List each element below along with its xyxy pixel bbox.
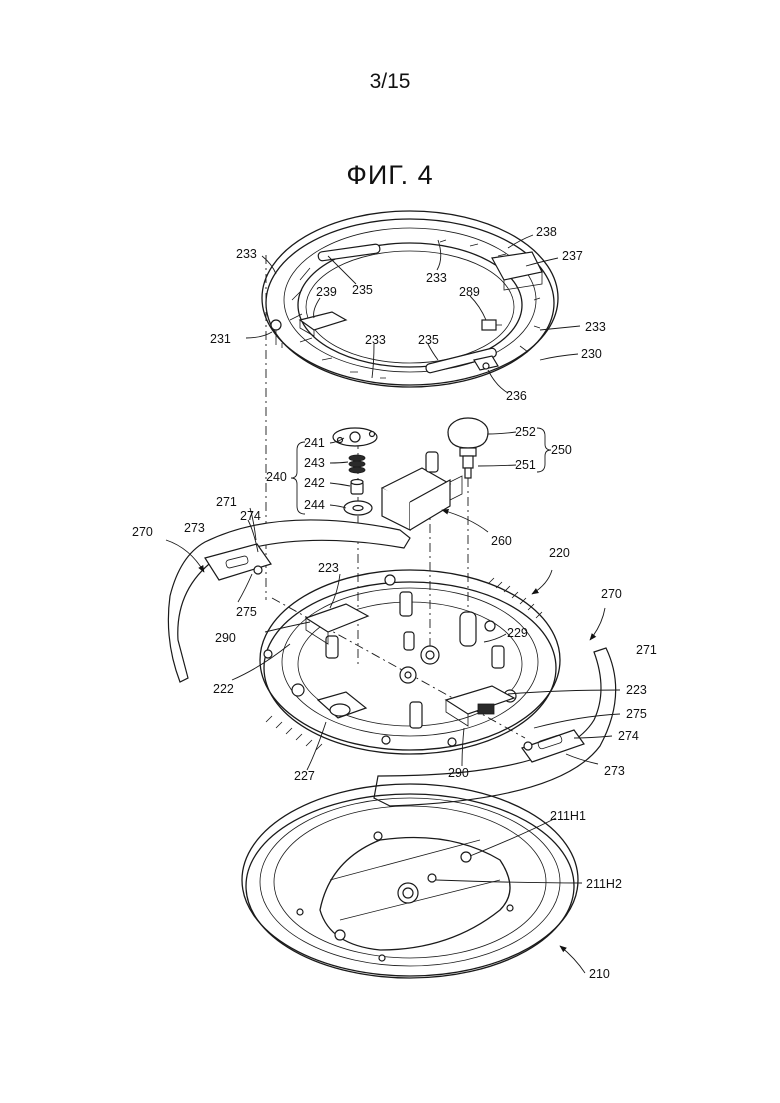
ref-229: 229 bbox=[507, 626, 528, 640]
ref-241: 241 bbox=[304, 436, 325, 450]
ref-275: 275 bbox=[236, 605, 257, 619]
bracket-250 bbox=[537, 428, 551, 472]
ref-271: 271 bbox=[216, 495, 237, 509]
ref-230: 230 bbox=[581, 347, 602, 361]
actuator-260 bbox=[382, 452, 462, 530]
ref-252: 252 bbox=[515, 425, 536, 439]
ref-270: 270 bbox=[601, 587, 622, 601]
ref-237: 237 bbox=[562, 249, 583, 263]
ref-290: 290 bbox=[448, 766, 469, 780]
ref-251: 251 bbox=[515, 458, 536, 472]
ref-290: 290 bbox=[215, 631, 236, 645]
ref-243: 243 bbox=[304, 456, 325, 470]
ref-223: 223 bbox=[318, 561, 339, 575]
reference-numerals: 233 235 233 238 237 239 289 233 231 233 … bbox=[132, 225, 657, 981]
ref-270: 270 bbox=[132, 525, 153, 539]
band-270-left bbox=[168, 520, 410, 682]
ref-235: 235 bbox=[352, 283, 373, 297]
valve-assembly-240 bbox=[333, 428, 377, 515]
ref-211H1: 211H1 bbox=[550, 809, 586, 823]
ref-239: 239 bbox=[316, 285, 337, 299]
ref-220: 220 bbox=[549, 546, 570, 560]
ref-233: 233 bbox=[365, 333, 386, 347]
ref-271: 271 bbox=[636, 643, 657, 657]
ref-233: 233 bbox=[236, 247, 257, 261]
ref-242: 242 bbox=[304, 476, 325, 490]
knob-250 bbox=[448, 418, 488, 478]
ref-250: 250 bbox=[551, 443, 572, 457]
ref-223: 223 bbox=[626, 683, 647, 697]
ref-211H2: 211H2 bbox=[586, 877, 622, 891]
ref-233: 233 bbox=[585, 320, 606, 334]
ref-236: 236 bbox=[506, 389, 527, 403]
ref-274: 274 bbox=[240, 509, 261, 523]
ref-222: 222 bbox=[213, 682, 234, 696]
ref-231: 231 bbox=[210, 332, 231, 346]
cover-plate-230 bbox=[262, 211, 558, 387]
ref-273: 273 bbox=[184, 521, 205, 535]
ref-289: 289 bbox=[459, 285, 480, 299]
ref-240: 240 bbox=[266, 470, 287, 484]
ref-233: 233 bbox=[426, 271, 447, 285]
ref-238: 238 bbox=[536, 225, 557, 239]
ref-227: 227 bbox=[294, 769, 315, 783]
ref-235: 235 bbox=[418, 333, 439, 347]
bracket-240 bbox=[291, 442, 305, 514]
ref-274: 274 bbox=[618, 729, 639, 743]
ref-210: 210 bbox=[589, 967, 610, 981]
ref-273: 273 bbox=[604, 764, 625, 778]
base-plate-220 bbox=[260, 570, 560, 754]
ref-260: 260 bbox=[491, 534, 512, 548]
ref-275: 275 bbox=[626, 707, 647, 721]
bottom-plate-210 bbox=[242, 784, 578, 978]
ref-244: 244 bbox=[304, 498, 325, 512]
